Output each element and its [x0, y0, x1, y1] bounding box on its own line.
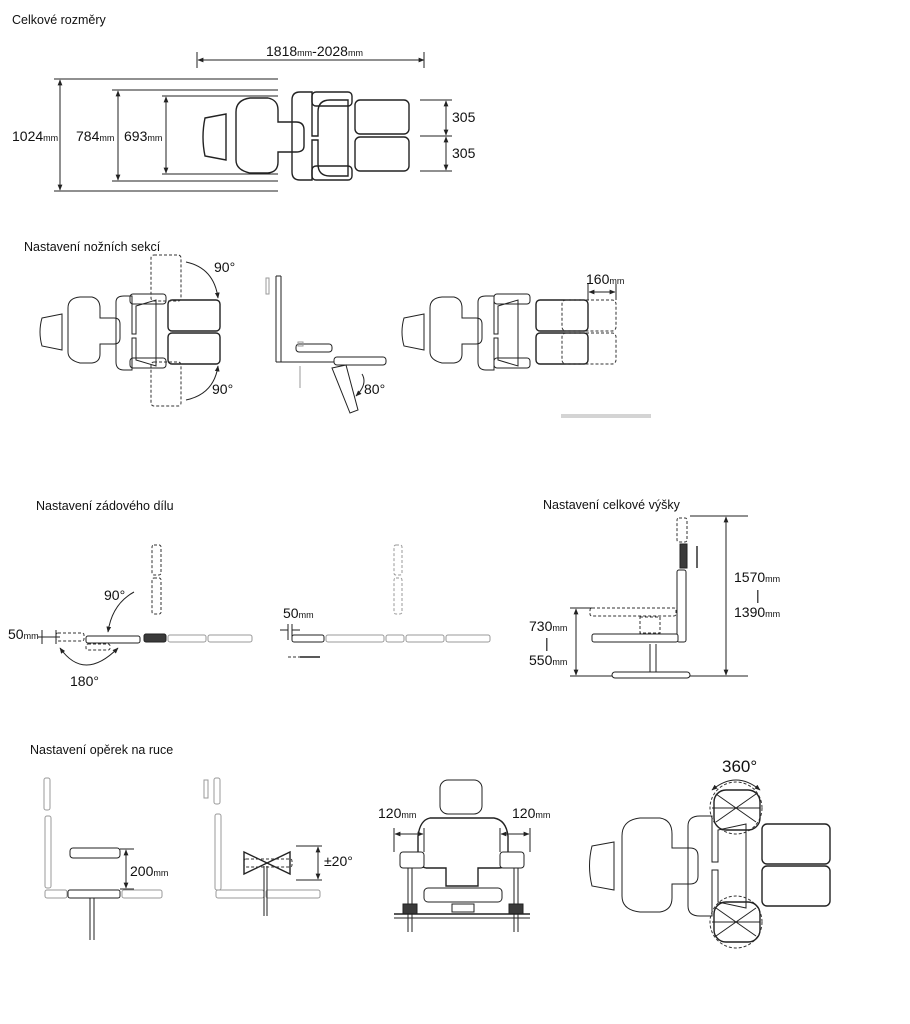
svg-text:730mm: 730mm [529, 618, 567, 634]
section-title-armrests: Nastavení opěrek na ruce [30, 743, 173, 757]
length-min-unit: mm [297, 48, 312, 58]
overall-top-view [54, 52, 452, 192]
height-side-view [570, 515, 748, 679]
armrest-tilt-view [203, 777, 322, 916]
arm-rotation: 360° [722, 757, 757, 776]
arm-offset-left-unit: mm [401, 810, 416, 820]
head-shift-unit: mm [24, 631, 39, 641]
svg-text:50mm: 50mm [283, 605, 314, 621]
height-max-a-value: 1570 [734, 569, 765, 585]
height-max-b-unit: mm [765, 609, 780, 619]
back-side-view-2 [280, 544, 491, 658]
svg-text:1818mm-2028mm: 1818mm-2028mm [266, 43, 363, 59]
leg-angle-top: 90° [214, 259, 235, 275]
arm-tilt: ±20° [324, 853, 353, 869]
width-total-unit: mm [43, 133, 58, 143]
svg-text:120mm: 120mm [512, 805, 550, 821]
width-inner-value: 693 [124, 128, 148, 144]
height-max-a-unit: mm [765, 574, 780, 584]
svg-text:550mm: 550mm [529, 652, 567, 668]
armrest-height-view [43, 777, 163, 940]
seat-b-unit: mm [552, 657, 567, 667]
seat-separator: | [545, 635, 549, 651]
svg-text:50mm: 50mm [8, 626, 39, 642]
svg-text:160mm: 160mm [586, 271, 624, 287]
section-title-legs: Nastavení nožních sekcí [24, 240, 161, 254]
legs-top-view-extension [401, 284, 651, 418]
head-shift-2-unit: mm [299, 610, 314, 620]
svg-text:200mm: 200mm [130, 863, 168, 879]
svg-text:1024mm: 1024mm [12, 128, 58, 144]
armrest-rotation-view [589, 779, 831, 949]
back-angle: 90° [104, 587, 125, 603]
length-max-unit: mm [348, 48, 363, 58]
seat-a-value: 730 [529, 618, 553, 634]
arm-offset-right-unit: mm [535, 810, 550, 820]
arm-height-unit: mm [153, 868, 168, 878]
arm-height-value: 200 [130, 863, 154, 879]
back-side-view-1 [38, 544, 253, 666]
width-mid-unit: mm [99, 133, 114, 143]
length-max-value: 2028 [317, 43, 348, 59]
section-title-overall: Celkové rozměry [12, 13, 107, 27]
width-mid-value: 784 [76, 128, 100, 144]
section-title-height: Nastavení celkové výšky [543, 498, 681, 512]
height-max-b-value: 1390 [734, 604, 765, 620]
svg-text:693mm: 693mm [124, 128, 162, 144]
arm-offset-right-value: 120 [512, 805, 536, 821]
leg-drop-angle: 80° [364, 381, 385, 397]
legs-side-view [265, 275, 387, 414]
width-inner-unit: mm [147, 133, 162, 143]
leg-extension-value: 160 [586, 271, 610, 287]
leg-width-2: 305 [452, 145, 476, 161]
armrest-front-view [393, 779, 531, 932]
section-title-back: Nastavení zádového dílu [36, 499, 174, 513]
back-fold-angle: 180° [70, 673, 99, 689]
svg-text:784mm: 784mm [76, 128, 114, 144]
length-min-value: 1818 [266, 43, 297, 59]
leg-width-1: 305 [452, 109, 476, 125]
svg-text:120mm: 120mm [378, 805, 416, 821]
height-separator: | [756, 587, 760, 603]
leg-extension-unit: mm [609, 276, 624, 286]
seat-b-value: 550 [529, 652, 553, 668]
head-shift-2-value: 50 [283, 605, 299, 621]
svg-text:1390mm: 1390mm [734, 604, 780, 620]
length-separator: - [312, 43, 317, 59]
leg-angle-bottom: 90° [212, 381, 233, 397]
svg-text:1570mm: 1570mm [734, 569, 780, 585]
width-total-value: 1024 [12, 128, 43, 144]
legs-top-view-rotation [39, 254, 221, 407]
arm-offset-left-value: 120 [378, 805, 402, 821]
head-shift-value: 50 [8, 626, 24, 642]
seat-a-unit: mm [552, 623, 567, 633]
